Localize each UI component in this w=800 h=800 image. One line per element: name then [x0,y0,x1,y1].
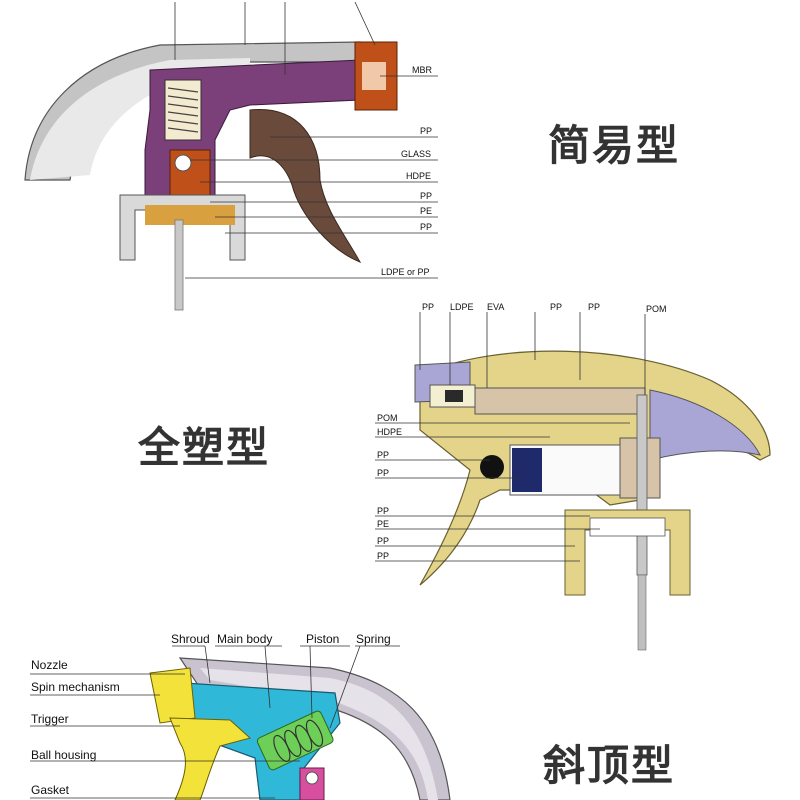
label-top-pom: POM [646,304,667,314]
label-pp-2: PP [420,191,432,201]
piston-head-shape [480,455,504,479]
label-left-pp-1: PP [377,450,389,460]
label-left-pp-2: PP [377,468,389,478]
label-top-pp-2: PP [550,302,562,312]
label-left-hdpe: HDPE [377,427,402,437]
all-plastic-type-title: 全塑型 [138,423,271,472]
label-top-pp-1: PP [422,302,434,312]
shroud-shape [649,389,761,461]
label-ball-housing: Ball housing [31,748,96,762]
label-top-pp-3: PP [588,302,600,312]
label-spring: Spring [356,632,391,646]
label-pp-3: PP [420,222,432,232]
dip-tube-shape [637,574,647,651]
label-left-pp-3: PP [377,506,389,516]
trigger-shape [249,109,362,263]
label-top-ldpe: LDPE [450,302,474,312]
nozzle-shape [149,667,196,724]
label-hdpe: HDPE [406,171,431,181]
label-pe: PE [420,206,432,216]
all-plastic-type-panel: PP LDPE EVA PP PP POM POM HDPE PP PP PP … [350,290,800,660]
sloped-top-type-panel: Shroud Main body Piston Spring Nozzle Sp… [0,628,480,800]
label-spin-mechanism: Spin mechanism [31,680,120,694]
label-shroud: Shroud [171,632,210,646]
all-plastic-type-diagram: PP LDPE EVA PP PP POM POM HDPE PP PP PP … [375,302,771,651]
label-left-pp-5: PP [377,551,389,561]
label-left-pe: PE [377,519,389,529]
label-pp-1: PP [420,126,432,136]
label-trigger: Trigger [31,712,69,726]
simple-type-panel: MBR PP GLASS HDPE PP PE PP LDPE or PP [0,0,450,318]
simple-type-diagram: MBR PP GLASS HDPE PP PE PP LDPE or PP [24,1,438,311]
glass-ball-shape [174,154,192,172]
label-mbr: MBR [412,65,433,75]
label-gasket: Gasket [31,783,70,797]
label-glass: GLASS [401,149,431,159]
label-piston: Piston [306,632,339,646]
label-nozzle: Nozzle [31,658,68,672]
label-top-eva: EVA [487,302,504,312]
dip-tube-shape [174,219,184,311]
label-main-body: Main body [217,632,272,646]
sloped-top-type-title: 斜顶型 [543,741,676,790]
label-left-pp-4: PP [377,536,389,546]
trigger-shape [169,717,252,800]
ball-shape [305,771,319,785]
sloped-top-type-diagram: Shroud Main body Piston Spring Nozzle Sp… [30,632,451,800]
simple-type-title: 简易型 [548,121,681,170]
label-left-pom: POM [377,413,398,423]
label-ldpe-or-pp: LDPE or PP [381,267,430,277]
